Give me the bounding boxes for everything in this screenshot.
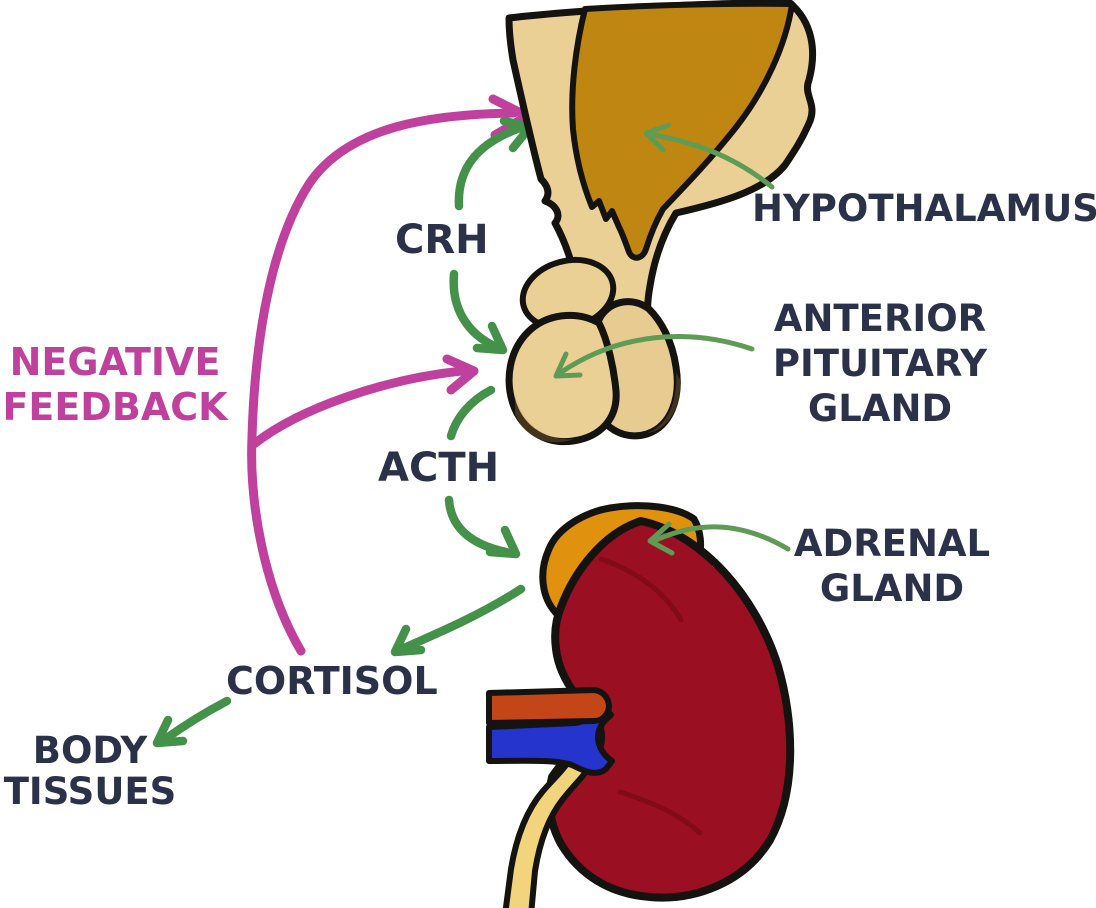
adrenal-to-cortisol-arrowhead [390,624,426,657]
crh-down-arrow [449,269,501,352]
cortisol-to-body-arrow [159,696,232,745]
feedback-curve-to-hypothalamus [247,108,519,656]
hypothalamus-label: HYPOTHALAMUS [752,187,1096,230]
anterior-pituitary-label: ANTERIOR PITUITARY GLAND [750,296,1010,431]
negative-feedback-label: NEGATIVE FEEDBACK [0,340,232,430]
adrenal-gland-label: ADRENAL GLAND [762,521,1022,611]
acth-label: ACTH [378,445,500,491]
pituitary-shading [515,395,574,443]
adrenal-pointer-arrowhead [647,521,675,556]
pituitary-to-acth-curve [446,385,496,441]
feedback-arrowhead-pituitary [442,354,479,395]
anterior-pituitary-lobe [505,311,620,446]
adrenal-gland-label-line1: ADRENAL [793,522,991,565]
anterior-pituitary-label-line1: ANTERIOR [773,297,987,340]
hormone-flow-arrows [152,116,535,748]
acth-to-adrenal-arrowhead [485,525,521,559]
kidney-shape [545,517,795,902]
brain-illustration [505,0,817,446]
feedback-branch-to-pituitary [249,366,467,449]
hypothalamus-pointer-arrowhead [643,122,672,153]
body-tissues-label-line1: BODY [32,729,148,772]
body-tissues-label: BODY TISSUES [0,730,200,812]
adrenal-gland-label-line2: GLAND [819,567,965,610]
renal-artery-shape [486,687,612,726]
crh-label: CRH [395,217,489,263]
crh-up-arrow [454,123,525,211]
body-tissues-label-line2: TISSUES [3,770,177,813]
anterior-pituitary-label-line3: GLAND [807,387,953,430]
posterior-lobe-shading [647,372,681,433]
negative-feedback-arrows [247,94,532,656]
hypothalamus-pointer-arrow [651,132,775,190]
hypothalamus-shape [569,0,795,261]
acth-to-adrenal-arrow [444,495,511,557]
anterior-pituitary-pointer-arrow [557,334,755,376]
anterior-pituitary-label-line2: PITUITARY [772,342,988,385]
negative-feedback-label-line1: NEGATIVE [9,340,221,384]
kidney-illustration [486,502,795,908]
anterior-pituitary-pointer-arrowhead [553,351,583,379]
kidney-crease-lines [598,556,703,836]
cortisol-to-body-arrowhead [152,715,188,748]
cortisol-label: CORTISOL [226,659,438,703]
negative-feedback-label-line2: FEEDBACK [2,385,228,429]
label-pointer-arrows [553,122,791,556]
adrenal-pointer-arrow [653,524,791,552]
crh-down-arrowhead [472,321,508,355]
adrenal-to-cortisol-arrow [399,584,526,653]
